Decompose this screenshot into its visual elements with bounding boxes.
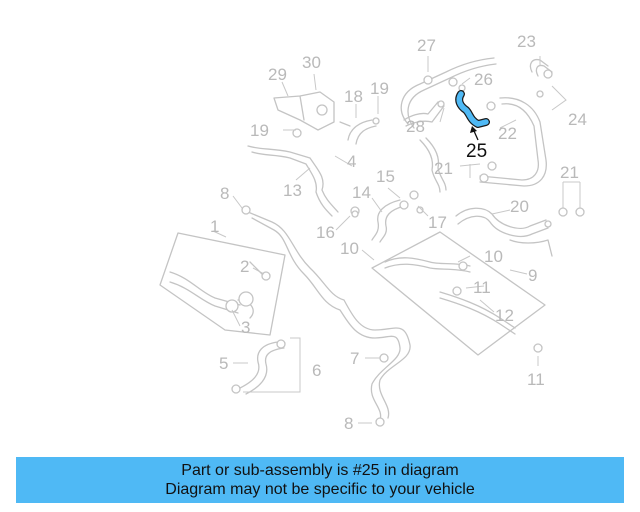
parts-diagram: 1 2 3 4 5 6 7 8 8 9 10 10 11 11 12 13 14… (159, 32, 587, 433)
callout-10-right: 10 (484, 247, 503, 266)
part-5-hose (231, 337, 301, 395)
callout-9: 9 (528, 266, 537, 285)
part-20-hose (455, 207, 553, 257)
callout-3: 3 (241, 318, 250, 337)
info-banner: Part or sub-assembly is #25 in diagram D… (16, 457, 624, 503)
banner-line-part: Part or sub-assembly is #25 in diagram (181, 462, 459, 479)
callout-2: 2 (240, 257, 249, 276)
callout-18: 18 (344, 87, 363, 106)
banner-line-disclaimer: Diagram may not be specific to your vehi… (165, 481, 475, 498)
leader-lines (212, 56, 541, 424)
callout-14: 14 (352, 183, 371, 202)
part-27-hose (400, 57, 497, 129)
part-14-hose (351, 190, 424, 243)
part-29-housing (273, 91, 351, 131)
callout-28: 28 (406, 117, 425, 136)
callout-10-left: 10 (340, 239, 359, 258)
callout-4: 4 (347, 152, 356, 171)
callout-26: 26 (474, 70, 493, 89)
callout-25-highlighted: 25 (466, 141, 487, 162)
callout-11-lower: 11 (527, 370, 545, 389)
part-25-hose-highlighted (455, 90, 490, 128)
callout-12: 12 (495, 306, 514, 325)
callout-7: 7 (350, 349, 359, 368)
part-24-bracket (551, 85, 567, 111)
callout-19-top: 19 (370, 79, 389, 98)
callout-17: 17 (428, 213, 447, 232)
callout-5: 5 (219, 354, 228, 373)
part-21-clamps (558, 181, 585, 217)
part-9-panel (371, 231, 546, 356)
part-28-pipe (403, 100, 447, 193)
callout-23: 23 (517, 32, 536, 51)
part-22-tube (469, 97, 547, 187)
part-25-leader-arrow (470, 126, 479, 141)
callout-19-left: 19 (250, 121, 269, 140)
callout-6: 6 (312, 361, 321, 380)
callout-8-bottom: 8 (344, 414, 353, 433)
callout-15: 15 (376, 167, 395, 186)
callout-8-top: 8 (220, 184, 229, 203)
callout-21-right: 21 (560, 163, 579, 182)
callout-22: 22 (498, 124, 517, 143)
callout-13: 13 (283, 181, 302, 200)
callout-21-middle: 21 (434, 159, 453, 178)
callout-16: 16 (316, 223, 335, 242)
callout-29: 29 (268, 65, 287, 84)
callout-24: 24 (568, 110, 587, 129)
callout-11-upper: 11 (473, 278, 491, 297)
part-13-tube (247, 128, 360, 217)
callout-labels: 1 2 3 4 5 6 7 8 8 9 10 10 11 11 12 13 14… (210, 32, 587, 433)
part-1-panel (159, 232, 286, 336)
callout-1: 1 (210, 217, 219, 236)
part-11-clamp (533, 343, 543, 366)
part-23-hose (529, 58, 553, 98)
callout-30: 30 (302, 53, 321, 72)
part-18-hose (347, 117, 380, 145)
part-7-hose (241, 205, 411, 427)
callout-20: 20 (510, 197, 529, 216)
callout-27: 27 (417, 36, 436, 55)
